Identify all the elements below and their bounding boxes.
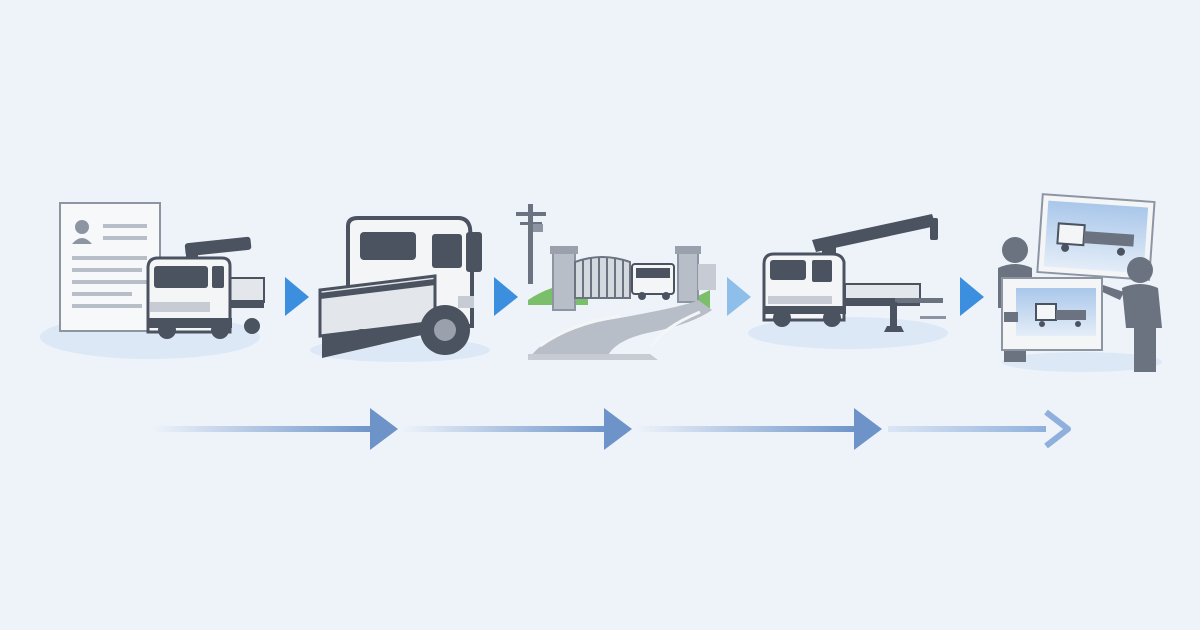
long-arrow-right-icon bbox=[888, 409, 1071, 449]
arrow-right-icon bbox=[727, 277, 751, 316]
crane-truck-outriggers-icon bbox=[748, 214, 948, 349]
long-arrow-right-icon bbox=[402, 408, 632, 450]
truck-cab-icon bbox=[310, 216, 490, 362]
arrow-right-icon bbox=[285, 277, 309, 316]
long-arrow-right-icon bbox=[636, 408, 882, 450]
arrow-right-icon bbox=[960, 277, 984, 316]
site-gate-entry-icon bbox=[516, 204, 716, 360]
long-arrow-right-icon bbox=[152, 408, 398, 450]
arrow-right-icon bbox=[494, 277, 518, 316]
document-with-crane-truck-icon bbox=[40, 202, 265, 359]
people-reviewing-photos-icon bbox=[998, 193, 1162, 372]
